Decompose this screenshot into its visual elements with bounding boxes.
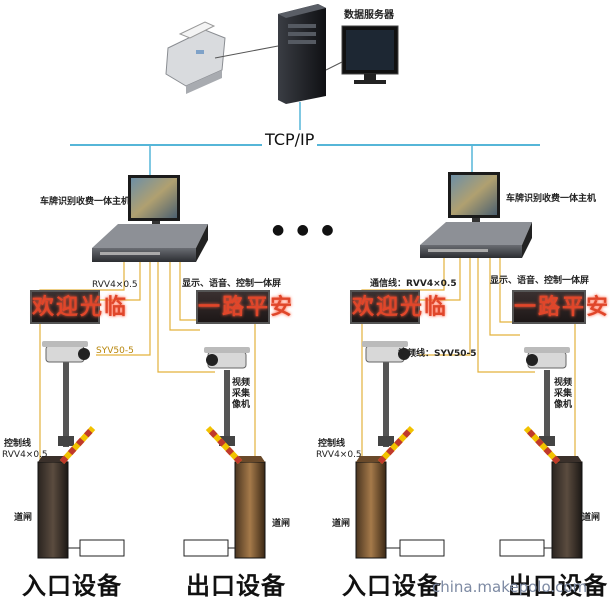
left-entry-led-display: 欢迎光临 [30, 290, 126, 324]
left-host-unit-icon [92, 224, 208, 262]
right-entry-camera-icon [362, 341, 410, 447]
right-entry-barrier-gate-icon [355, 425, 445, 559]
right-exit-barrier-gate-icon [499, 425, 583, 559]
left-host-monitor-icon [128, 175, 180, 227]
protocol-label: TCP/IP [262, 130, 318, 149]
right-exit-led-display: 一路平安 [512, 290, 608, 324]
right-entry-gate-label: 道闸 [332, 519, 351, 529]
left-exit-barrier-gate-icon [183, 425, 266, 559]
monitor-icon [341, 25, 399, 84]
left-cable-rvv-label: RVV4×0.5 [92, 280, 138, 290]
left-camera-label: 视频采集像机 [232, 378, 251, 410]
right-control-line-spec: RVV4×0.5 [316, 450, 362, 460]
right-entry-caption: 入口设备 [342, 572, 442, 600]
right-video-line-label: 视频线：SYV50-5 [398, 349, 477, 359]
right-exit-caption: 出口设备 [508, 572, 608, 600]
left-exit-gate-label: 道闸 [272, 519, 291, 529]
watermark-text: china.makepolo.com [432, 578, 588, 596]
left-entry-camera-icon [42, 341, 90, 447]
right-display-label: 显示、语音、控制一体屏 [490, 276, 590, 286]
right-host-monitor-icon [448, 172, 500, 224]
right-host-label: 车牌识别收费一体主机 [506, 194, 597, 204]
right-host-unit-icon [420, 222, 532, 258]
right-exit-camera-icon [524, 347, 570, 446]
server-tower-icon [278, 4, 326, 104]
left-display-label: 显示、语音、控制一体屏 [182, 279, 282, 289]
left-entry-barrier-gate-icon [37, 425, 125, 559]
printer-icon [165, 21, 226, 94]
left-control-line-spec: RVV4×0.5 [2, 450, 48, 460]
right-exit-gate-label: 道闸 [582, 513, 601, 523]
right-comm-line-label: 通信线：RVV4×0.5 [370, 279, 457, 289]
right-entry-led-display: 欢迎光临 [350, 290, 446, 324]
ellipsis-dots: ● ● ● [272, 222, 338, 238]
left-cable-syv-label: SYV50-5 [96, 346, 134, 356]
left-entry-caption: 入口设备 [22, 572, 122, 600]
left-exit-caption: 出口设备 [186, 572, 286, 600]
left-exit-led-display: 一路平安 [196, 290, 292, 324]
right-control-line-label: 控制线 [318, 439, 346, 449]
right-camera-label: 视频采集像机 [554, 378, 573, 410]
left-exit-camera-icon [204, 347, 250, 446]
left-control-line-label: 控制线 [4, 439, 32, 449]
server-label: 数据服务器 [344, 10, 394, 21]
left-host-label: 车牌识别收费一体主机 [40, 197, 131, 207]
left-entry-gate-label: 道闸 [14, 513, 33, 523]
